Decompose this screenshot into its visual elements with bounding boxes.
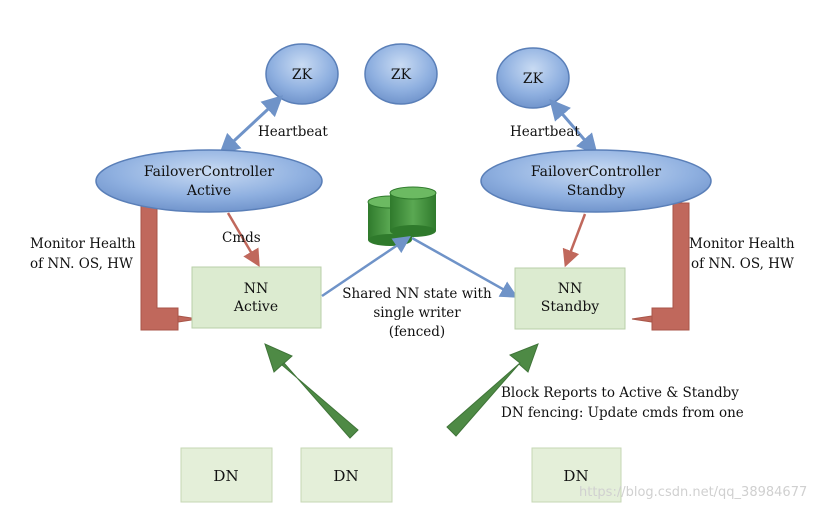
zk-node-middle [364, 43, 438, 105]
heartbeat-label-left: Heartbeat [258, 124, 328, 140]
zk-label-right: ZK [523, 71, 544, 87]
shared-state-label-line1: Shared NN state with [342, 286, 492, 302]
dn-label-1: DN [213, 467, 238, 485]
cmds-arrow-standby [562, 213, 587, 268]
nn-active-line2: Active [233, 299, 278, 315]
monitor-health-arrow-left [140, 202, 199, 331]
nn-active-line1: NN [244, 281, 269, 297]
heartbeat-arrow-left [218, 95, 284, 155]
failover-controller-standby-line1: FailoverController [531, 164, 662, 180]
monitor-health-label-left-line2: of NN. OS, HW [30, 256, 133, 272]
dn-label-3: DN [563, 467, 588, 485]
cmds-arrow-active [226, 212, 260, 268]
block-reports-label-line1: Block Reports to Active & Standby [501, 385, 739, 401]
shared-storage-icon [367, 186, 437, 246]
failover-controller-active-line1: FailoverController [144, 164, 275, 180]
dn-box-1 [180, 447, 273, 503]
dn-box-3 [531, 447, 622, 503]
cmds-label: Cmds [222, 230, 261, 246]
failover-controller-active [95, 149, 323, 213]
dn-label-2: DN [333, 467, 358, 485]
heartbeat-label-right: Heartbeat [510, 124, 580, 140]
failover-controller-active-line2: Active [186, 183, 231, 199]
zk-node-left [265, 43, 339, 105]
zk-label-left: ZK [292, 67, 313, 83]
block-report-arrow-standby [446, 343, 539, 437]
zk-label-middle: ZK [391, 67, 412, 83]
block-report-arrow-active [264, 343, 359, 439]
block-reports-label-line2: DN fencing: Update cmds from one [501, 405, 744, 421]
failover-controller-standby-line2: Standby [567, 183, 626, 199]
nn-active-box [191, 266, 322, 329]
nn-standby-box [514, 267, 626, 330]
monitor-health-label-right-line1: Monitor Health [689, 236, 795, 252]
shared-state-arrow-standby [411, 236, 519, 298]
failover-controller-standby [480, 149, 712, 213]
heartbeat-arrow-right [549, 98, 598, 156]
nn-standby-line2: Standby [541, 299, 600, 315]
watermark: https://blog.csdn.net/qq_38984677 [579, 485, 807, 500]
shared-state-label-line3: (fenced) [389, 324, 445, 340]
nn-standby-line1: NN [558, 281, 583, 297]
shared-state-arrow-active [321, 236, 411, 298]
zk-node-right [496, 47, 570, 109]
shared-state-label-line2: single writer [373, 305, 461, 321]
dn-box-2 [300, 447, 393, 503]
monitor-health-label-left-line1: Monitor Health [30, 236, 136, 252]
monitor-health-label-right-line2: of NN. OS, HW [691, 256, 794, 272]
monitor-health-arrow-right [631, 202, 690, 331]
